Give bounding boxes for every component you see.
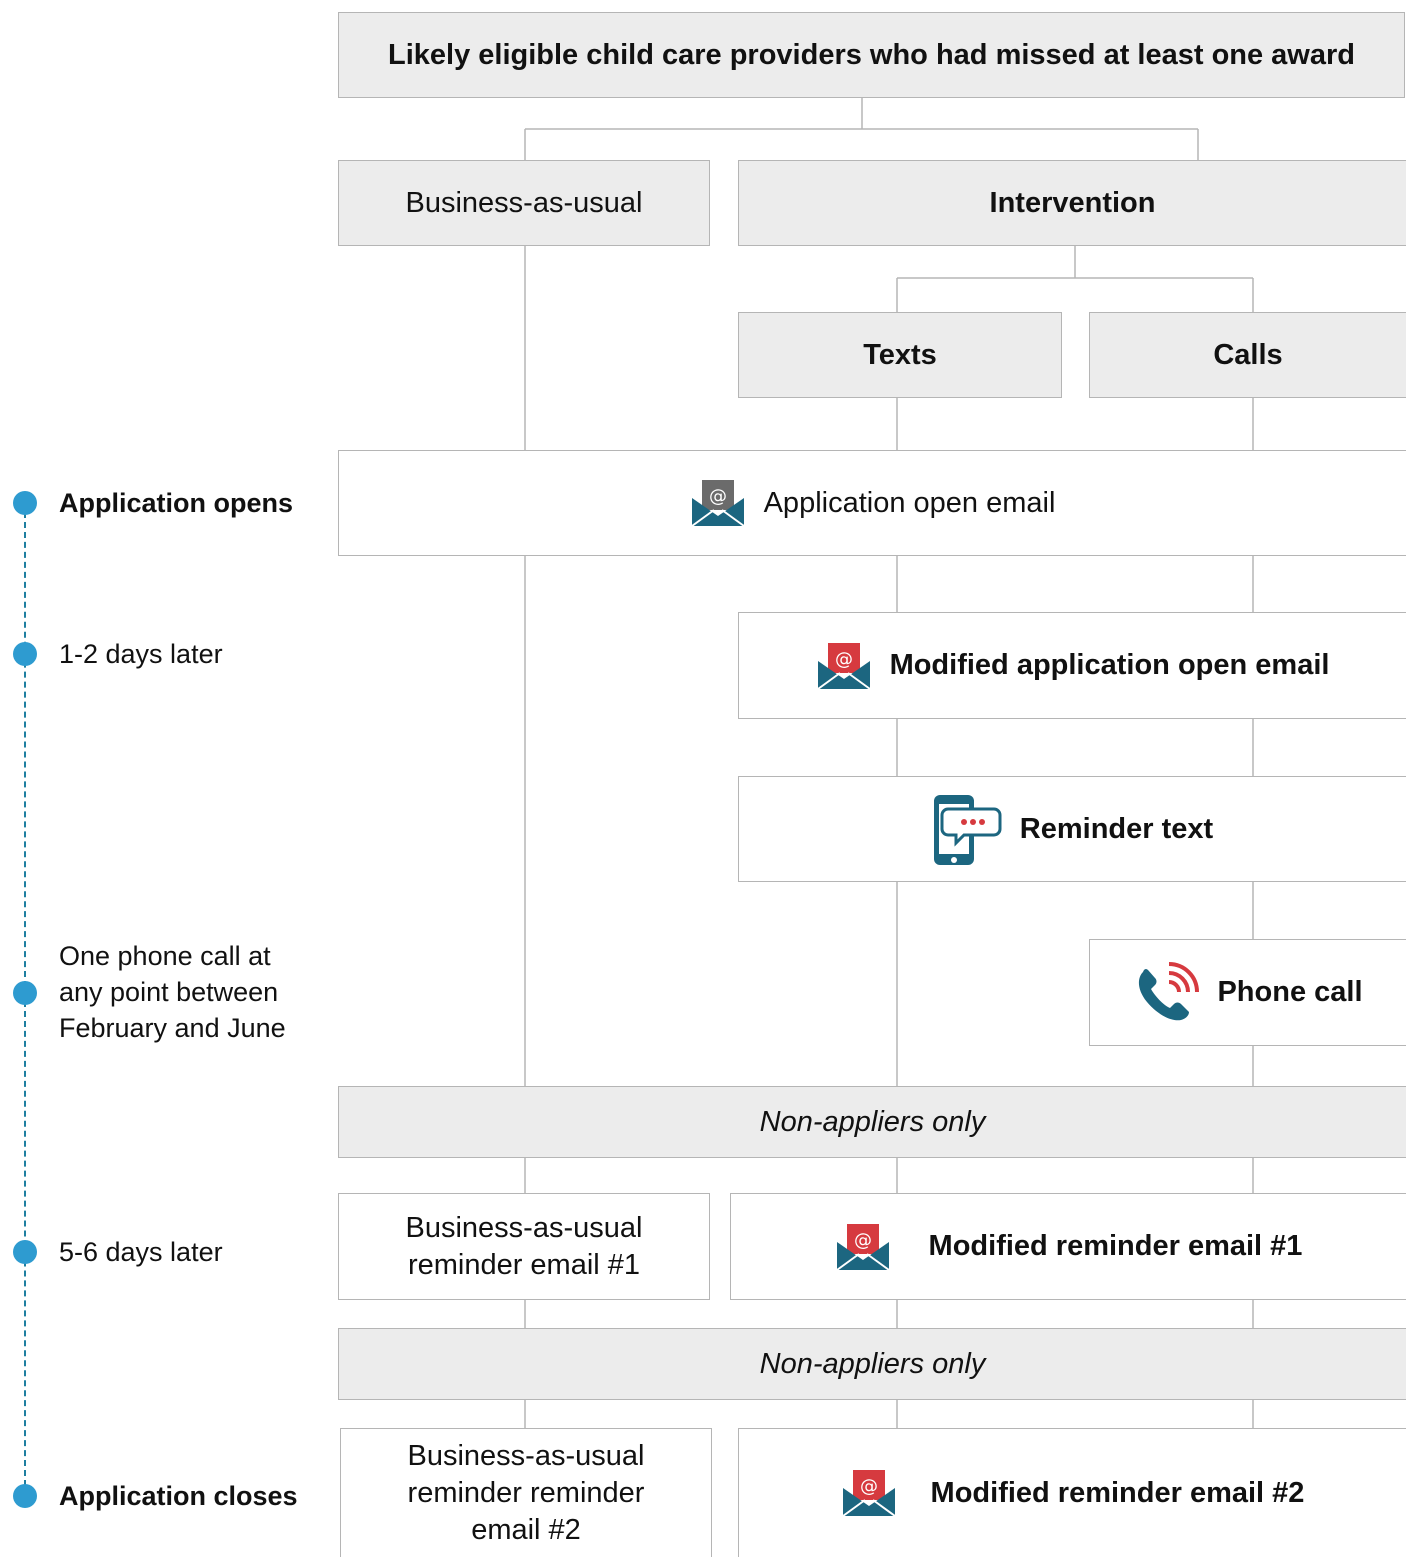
app-open-email-label: Application open email: [763, 486, 1056, 519]
reminder-text-box: Reminder text: [738, 776, 1406, 882]
non-appliers-label-2: Non-appliers only: [759, 1347, 986, 1380]
reminder-text-label: Reminder text: [1019, 812, 1214, 845]
timeline-phone-line3: February and June: [59, 1013, 286, 1043]
diagram-title: Likely eligible child care providers who…: [388, 38, 1355, 71]
email-gray-icon: @: [690, 478, 746, 528]
timeline-dot: [13, 1240, 37, 1264]
svg-text:@: @: [854, 1230, 872, 1251]
bau-reminder-1-line1: Business-as-usual: [405, 1211, 643, 1244]
non-appliers-label-1: Non-appliers only: [759, 1105, 986, 1138]
timeline-application-closes: Application closes: [59, 1481, 298, 1511]
business-as-usual-label: Business-as-usual: [405, 186, 643, 219]
bau-reminder-2-line3: email #2: [471, 1513, 581, 1546]
email-red-icon: @: [816, 641, 872, 691]
texts-label: Texts: [863, 338, 937, 371]
business-as-usual-box: Business-as-usual: [338, 160, 710, 246]
bau-reminder-2-line1: Business-as-usual: [407, 1439, 645, 1472]
timeline-phone-line1: One phone call at: [59, 941, 271, 971]
timeline-dot: [13, 642, 37, 666]
timeline-days-5-6: 5-6 days later: [59, 1237, 223, 1267]
bau-reminder-1-box: Business-as-usual reminder email #1: [338, 1193, 710, 1300]
modified-reminder-2-box: @ Modified reminder email #2: [738, 1428, 1406, 1557]
timeline-days-1-2: 1-2 days later: [59, 639, 223, 669]
bau-reminder-1-line2: reminder email #1: [407, 1248, 641, 1281]
modified-reminder-1-box: @ Modified reminder email #1: [730, 1193, 1406, 1300]
intervention-label: Intervention: [989, 186, 1156, 219]
non-appliers-box-1: Non-appliers only: [338, 1086, 1406, 1158]
calls-box: Calls: [1089, 312, 1406, 398]
modified-reminder-1-label: Modified reminder email #1: [928, 1230, 1303, 1262]
modified-reminder-2-label: Modified reminder email #2: [930, 1476, 1305, 1509]
app-open-email-box: @ Application open email: [338, 450, 1406, 556]
svg-text:@: @: [860, 1476, 878, 1497]
timeline-application-opens: Application opens: [59, 488, 294, 518]
bau-reminder-2-line2: reminder reminder: [407, 1476, 645, 1509]
smartphone-chat-icon: [932, 791, 1002, 867]
phone-call-box: Phone call: [1089, 939, 1406, 1046]
email-red-icon: @: [835, 1222, 891, 1272]
calls-label: Calls: [1213, 338, 1283, 371]
svg-text:@: @: [709, 486, 727, 507]
phone-call-label: Phone call: [1217, 976, 1363, 1008]
timeline-phone-window: One phone call at any point between Febr…: [59, 938, 286, 1046]
modified-app-open-email-box: @ Modified application open email: [738, 612, 1406, 719]
modified-app-open-email-label: Modified application open email: [889, 649, 1330, 681]
texts-box: Texts: [738, 312, 1062, 398]
timeline-dot: [13, 981, 37, 1005]
email-red-icon: @: [841, 1468, 897, 1518]
timeline-dot: [13, 491, 37, 515]
phone-ringing-icon: [1133, 960, 1200, 1026]
intervention-box: Intervention: [738, 160, 1406, 246]
timeline-dot: [13, 1484, 37, 1508]
title-box: Likely eligible child care providers who…: [338, 12, 1405, 98]
svg-text:@: @: [835, 649, 853, 670]
bau-reminder-2-box: Business-as-usual reminder reminder emai…: [340, 1428, 712, 1557]
non-appliers-box-2: Non-appliers only: [338, 1328, 1406, 1400]
timeline-phone-line2: any point between: [59, 977, 279, 1007]
